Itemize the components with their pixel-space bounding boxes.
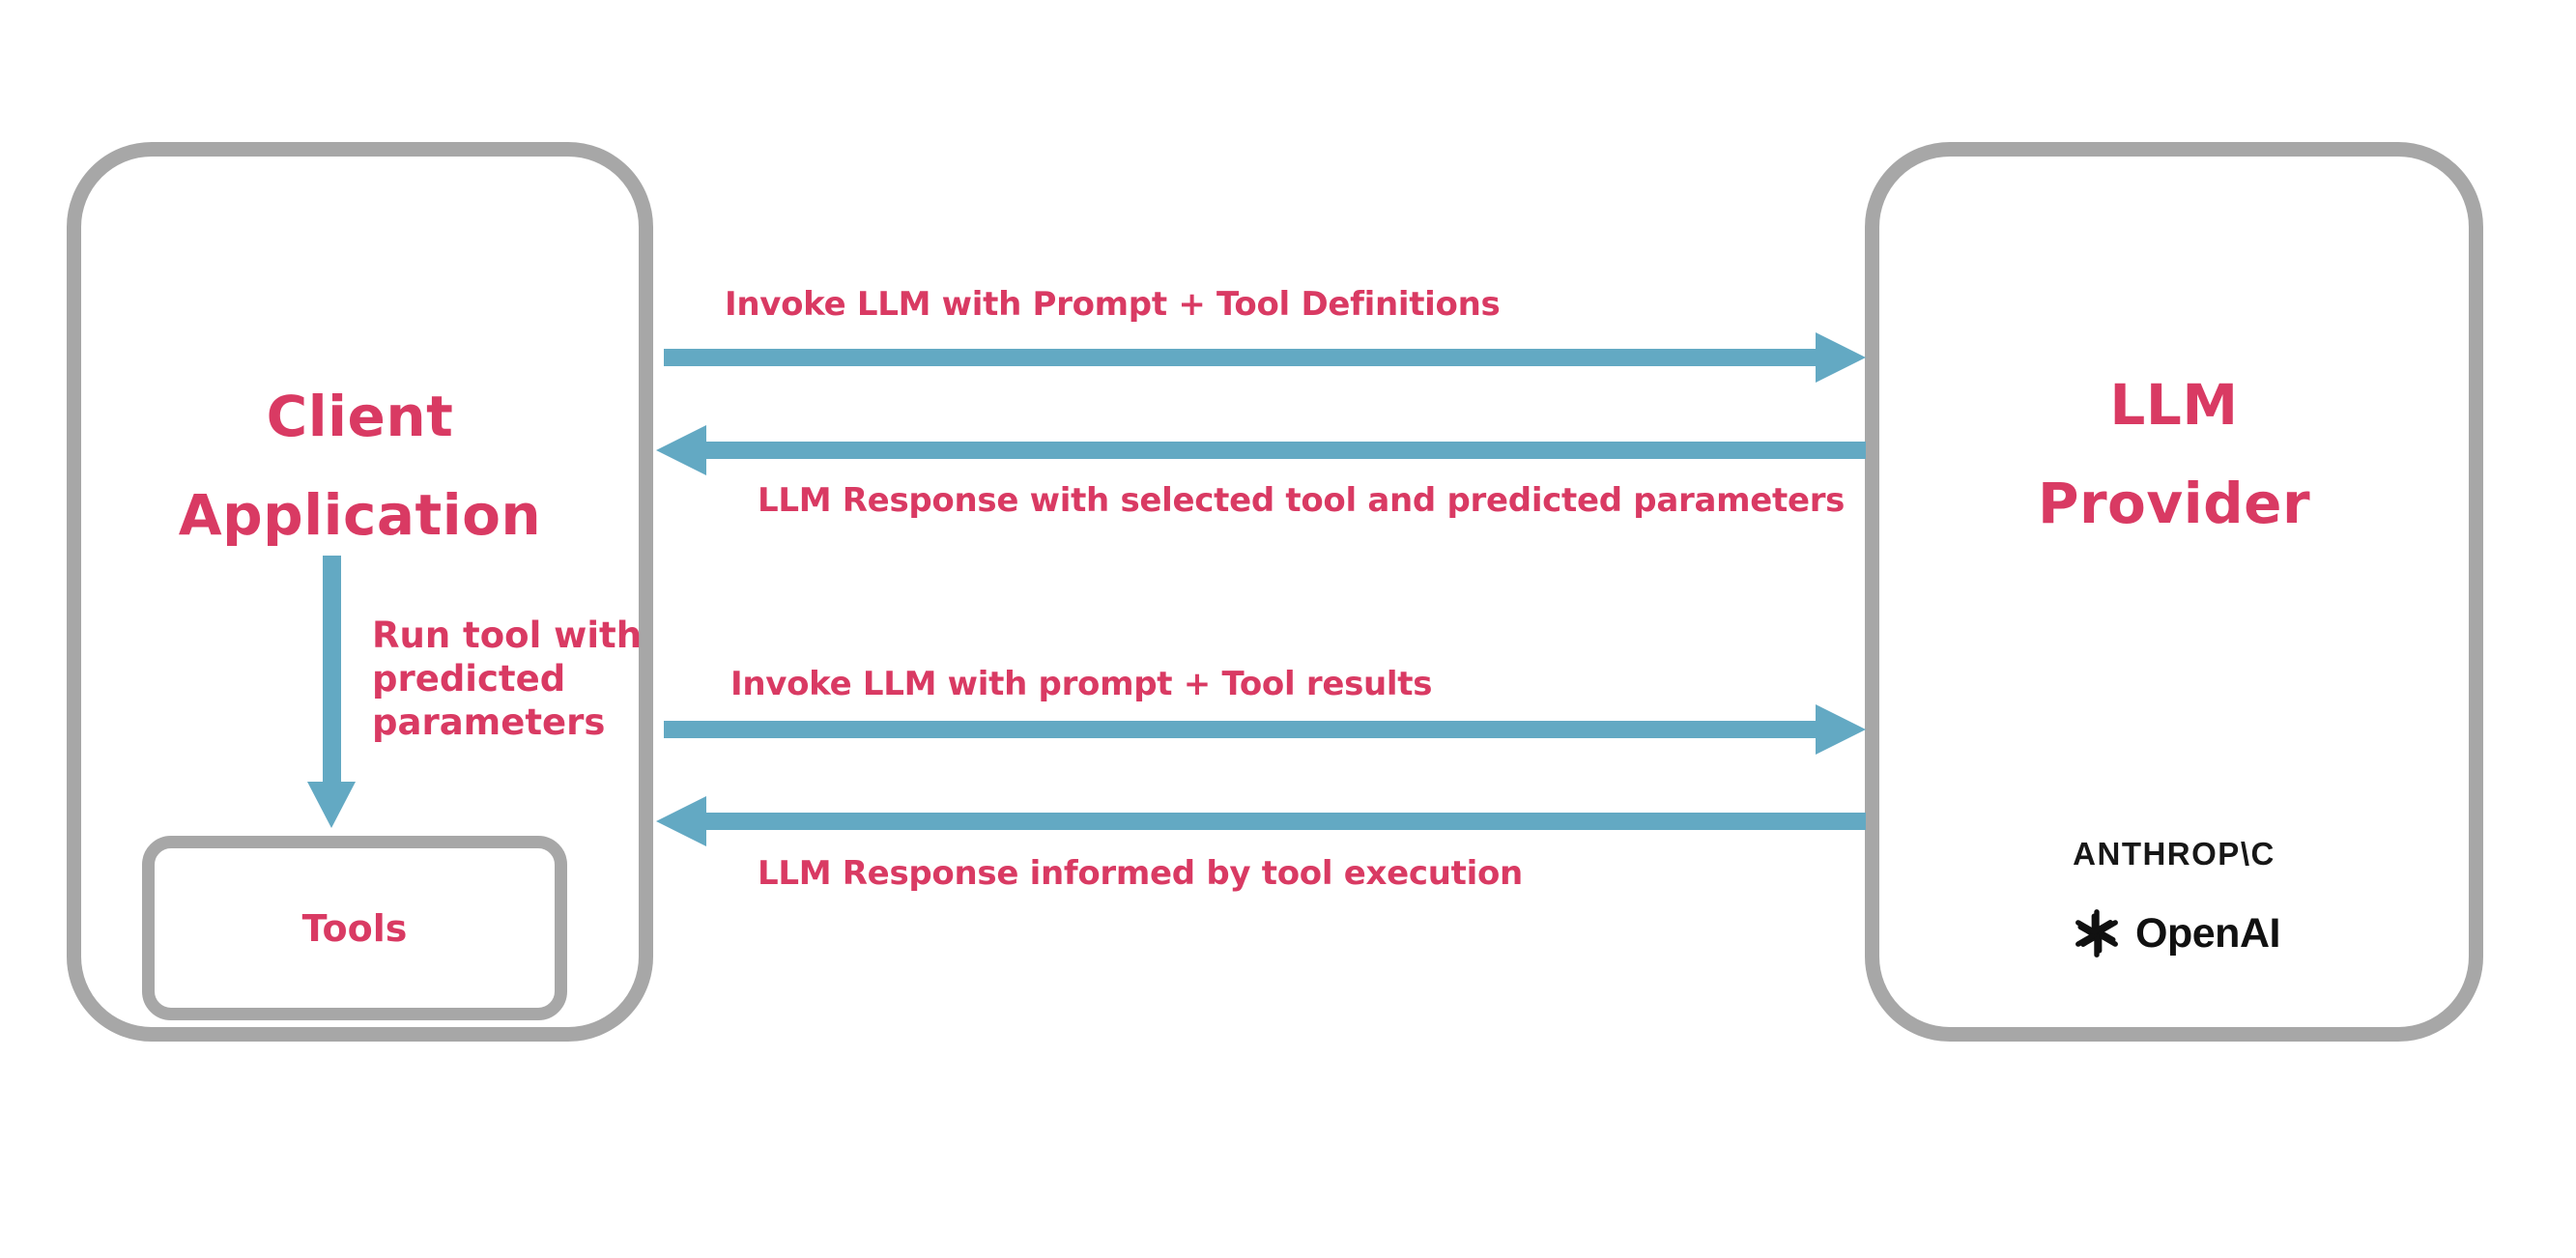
run-tool-label-line2: predicted: [372, 658, 566, 700]
arrow-shaft: [664, 721, 1817, 738]
run-tool-label: Run tool with predicted parameters: [372, 614, 642, 744]
run-tool-label-line3: parameters: [372, 701, 606, 743]
arrow-shaft: [705, 442, 1866, 459]
arrow-llm-response-parameters: [656, 425, 1866, 475]
llm-provider-box: [1865, 142, 2483, 1042]
arrow-label-response-tool-execution: LLM Response informed by tool execution: [758, 854, 1523, 893]
arrow-left-icon: [656, 425, 706, 475]
llm-title-line1: LLM: [2109, 372, 2239, 438]
llm-title-line2: Provider: [2037, 471, 2311, 536]
tools-box: Tools: [142, 836, 567, 1020]
arrow-shaft: [705, 813, 1866, 830]
arrow-invoke-llm-tool-results: [664, 704, 1866, 755]
arrow-invoke-llm-definitions: [664, 332, 1866, 383]
anthropic-logo: ANTHROP\C: [1865, 835, 2483, 873]
openai-icon: [2068, 904, 2126, 962]
arrow-left-icon: [656, 796, 706, 846]
client-title-line2: Application: [178, 482, 542, 548]
llm-provider-title: LLM Provider: [1865, 356, 2483, 553]
arrow-llm-response-tool-execution: [656, 796, 1866, 846]
openai-logo-text: OpenAI: [2135, 909, 2280, 957]
run-tool-arrow: [307, 556, 356, 828]
arrow-label-response-parameters: LLM Response with selected tool and pred…: [758, 481, 1846, 520]
anthropic-logo-text: ANTHROP\C: [2073, 836, 2275, 872]
openai-logo: OpenAI: [1865, 902, 2483, 964]
client-title-line1: Client: [266, 384, 454, 449]
arrow-label-invoke-definitions: Invoke LLM with Prompt + Tool Definition…: [725, 285, 1501, 324]
client-application-title: Client Application: [67, 367, 653, 564]
arrow-right-icon: [1816, 332, 1866, 383]
arrow-down-icon: [307, 782, 356, 828]
arrow-label-invoke-tool-results: Invoke LLM with prompt + Tool results: [730, 665, 1433, 703]
tools-label: Tools: [301, 906, 408, 950]
arrow-shaft: [664, 349, 1817, 366]
run-tool-arrow-shaft: [323, 556, 341, 783]
arrow-right-icon: [1816, 704, 1866, 755]
run-tool-label-line1: Run tool with: [372, 615, 643, 656]
